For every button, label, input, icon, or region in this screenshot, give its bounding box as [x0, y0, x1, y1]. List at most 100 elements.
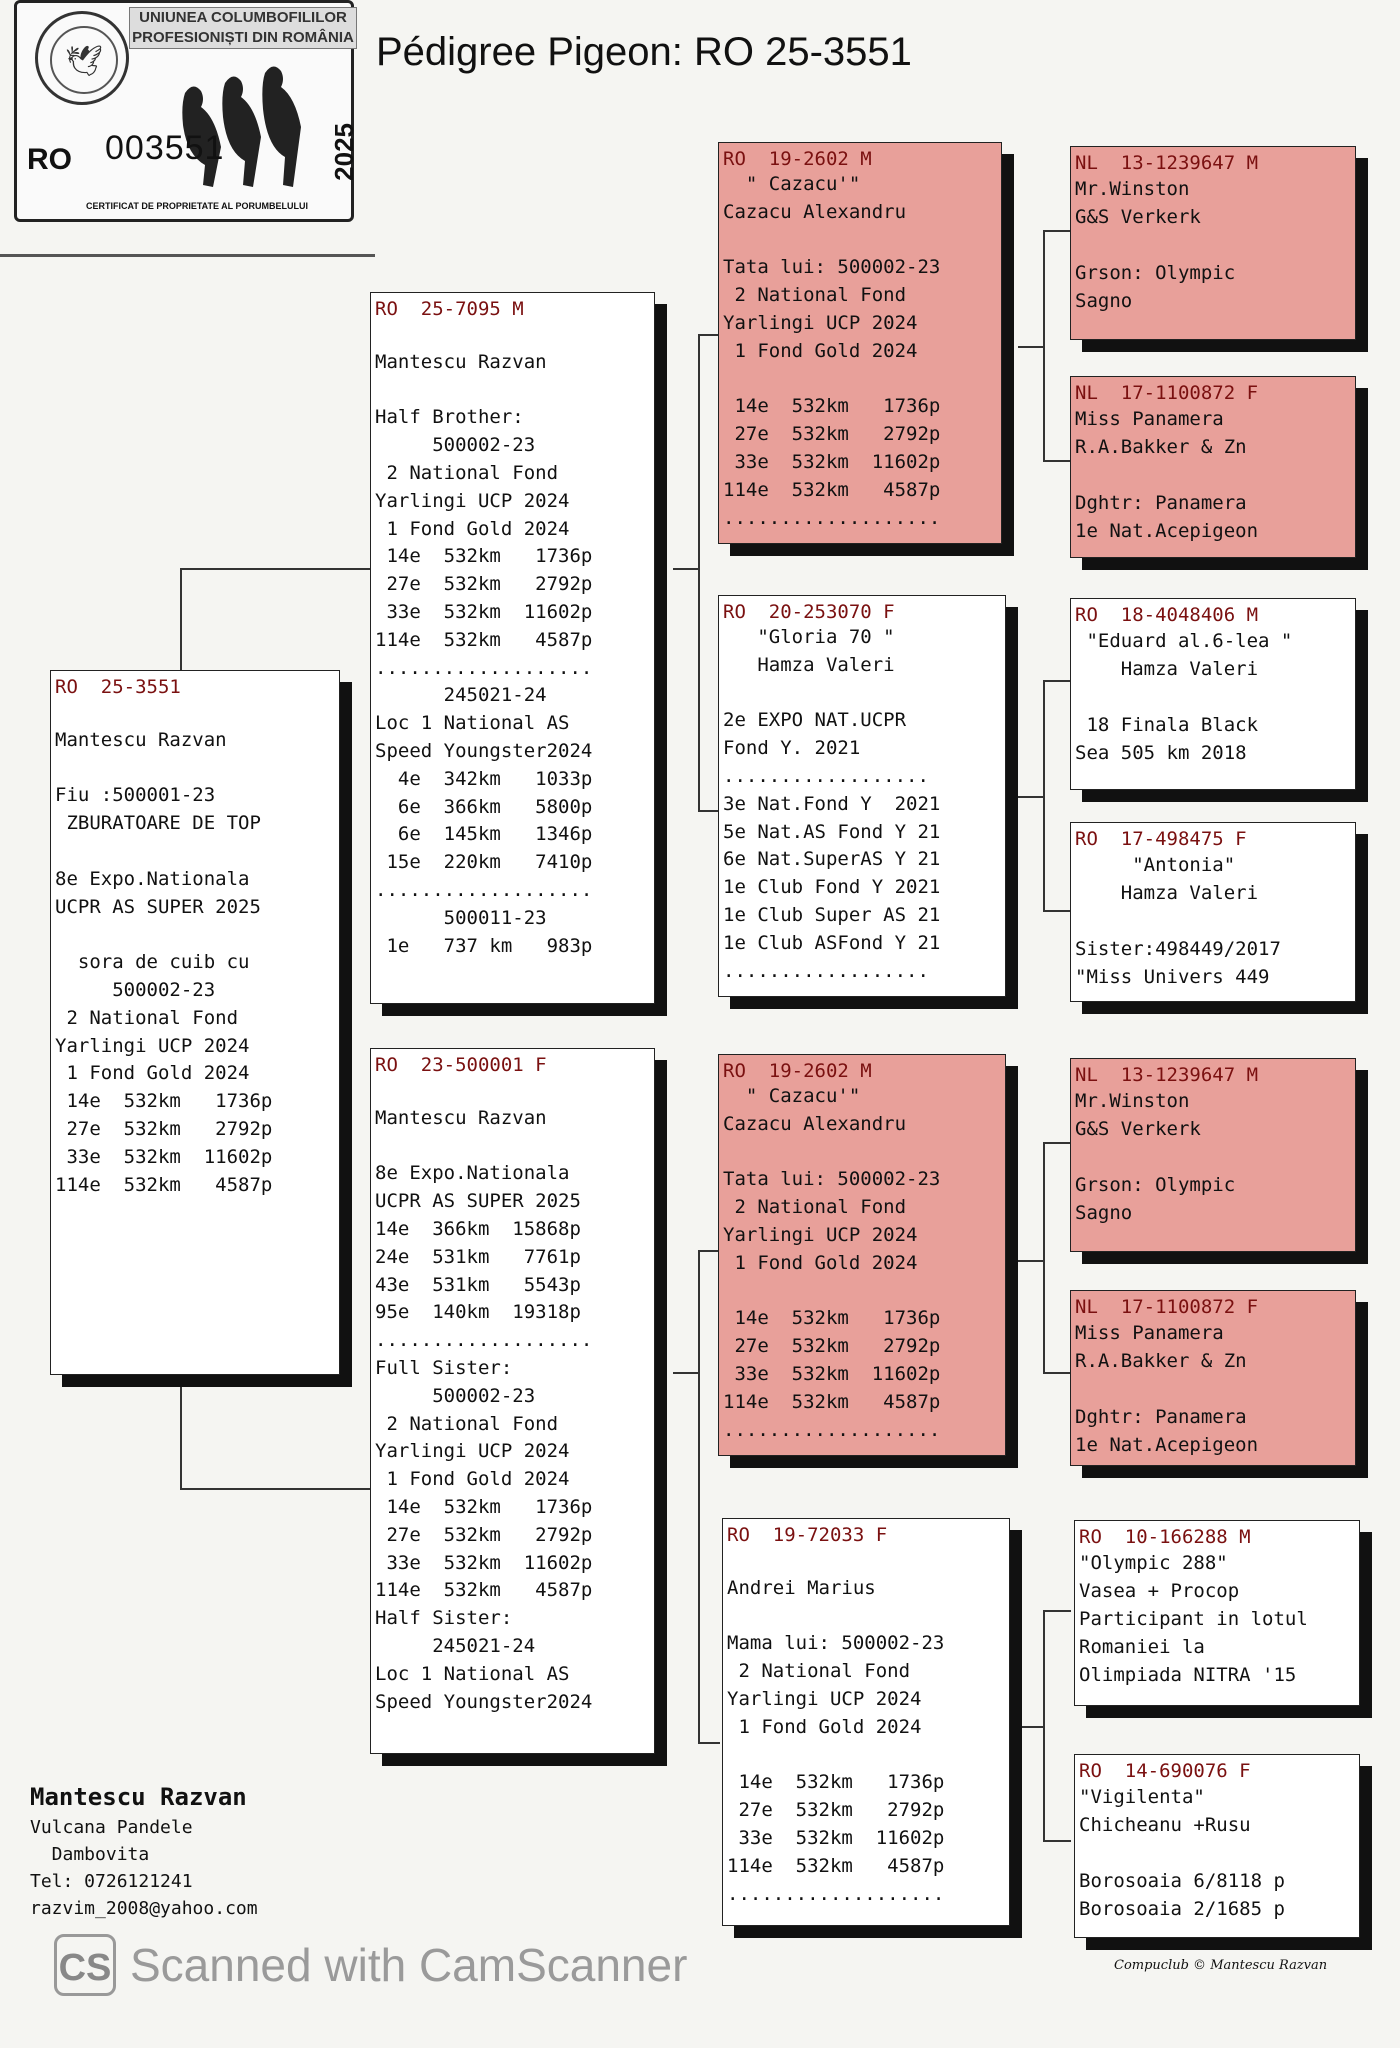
pedigree-line: ................... — [375, 878, 593, 901]
pedigree-line — [55, 921, 335, 949]
connector — [698, 1742, 720, 1744]
connector — [1018, 1260, 1044, 1262]
certificate-org-name: UNIUNEA COLUMBOFILILOR PROFESIONIȘTI DIN… — [129, 7, 357, 49]
pedigree-line: 14e 532km 1736p — [55, 1090, 273, 1113]
pedigree-line: Fond Y. 2021 — [723, 737, 861, 760]
pedigree-line: Yarlingi UCP 2024 — [723, 1223, 918, 1246]
ring-number: RO 14-690076 F — [1079, 1760, 1251, 1782]
pedigree-line: "Miss Univers 449 — [1075, 965, 1270, 988]
ring-number: RO 23-500001 F — [375, 1054, 547, 1076]
pedigree-line: "Eduard al.6-lea " — [1075, 630, 1293, 652]
pedigree-line: Half Brother: — [375, 406, 524, 429]
pedigree-line: 1e Club Super AS 21 — [723, 903, 941, 926]
pedigree-line — [375, 321, 650, 349]
pedigree-line: "Vigilenta" — [1079, 1786, 1205, 1808]
breeder-phone: Tel: 0726121241 — [30, 1871, 193, 1892]
certificate-country: RO — [27, 143, 72, 176]
pedigree-line: R.A.Bakker & Zn — [1075, 436, 1247, 458]
pedigree-line: 95e 140km 19318p — [375, 1301, 581, 1324]
software-credit: Compuclub © Mantescu Razvan — [1114, 1958, 1328, 1973]
pedigree-line: 33e 532km 11602p — [55, 1145, 273, 1168]
pedigree-line: 1 Fond Gold 2024 — [55, 1062, 250, 1085]
connector — [180, 1372, 182, 1488]
pedigree-line: 6e 366km 5800p — [375, 795, 593, 818]
pedigree-line: ................... — [723, 1418, 941, 1441]
ring-number: RO 17-498475 F — [1075, 828, 1247, 850]
pedigree-line: 2e EXPO NAT.UCPR — [723, 709, 907, 732]
pedigree-line: 33e 532km 11602p — [375, 1551, 593, 1574]
pedigree-line: UCPR AS SUPER 2025 — [375, 1190, 581, 1213]
pedigree-line: Full Sister: — [375, 1356, 513, 1379]
pedigree-line: 14e 532km 1736p — [723, 395, 941, 418]
pedigree-line: 24e 531km 7761p — [375, 1245, 581, 1268]
pedigree-line: 27e 532km 2792p — [55, 1117, 273, 1140]
pedigree-line: 6e Nat.SuperAS Y 21 — [723, 848, 941, 871]
page-title: Pédigree Pigeon: RO 25-3551 — [376, 30, 912, 74]
pedigree-line: Borosoaia 2/1685 p — [1079, 1897, 1285, 1920]
pedigree-line: 15e 220km 7410p — [375, 851, 593, 874]
pedigree-line: ................... — [375, 656, 593, 679]
connector — [698, 334, 720, 336]
pedigree-line — [1075, 231, 1351, 259]
pedigree-line: 114e 532km 4587p — [723, 478, 941, 501]
divider — [0, 254, 375, 257]
camscanner-logo-icon: CS — [54, 1934, 116, 1996]
pedigree-line: 500002-23 — [55, 978, 216, 1001]
pedigree-line: 33e 532km 11602p — [723, 450, 941, 473]
connector — [180, 568, 182, 672]
breeder-email: razvim_2008@yahoo.com — [30, 1898, 258, 1919]
ring-number: NL 13-1239647 M — [1075, 1064, 1259, 1086]
pedigree-line: 27e 532km 2792p — [375, 1523, 593, 1546]
pedigree-line: Cazacu Alexandru — [723, 200, 907, 223]
pedigree-line: Mantescu Razvan — [55, 728, 227, 751]
ring-number: RO 10-166288 M — [1079, 1526, 1251, 1548]
pedigree-line: 14e 366km 15868p — [375, 1217, 581, 1240]
connector — [1018, 1726, 1044, 1728]
pedigree-line: 27e 532km 2792p — [723, 1335, 941, 1358]
pedigree-line: Cazacu Alexandru — [723, 1112, 907, 1135]
pedigree-line — [1075, 907, 1351, 935]
pedigree-line: 2 National Fond — [375, 1412, 559, 1435]
pedigree-line: 1 Fond Gold 2024 — [723, 1251, 918, 1274]
pedigree-line: 33e 532km 11602p — [375, 600, 593, 623]
pigeon-card-ggp-3: RO 18-4048406 M "Eduard al.6-lea " Hamza… — [1070, 598, 1356, 790]
certificate-serial: 003551 — [105, 129, 225, 167]
pedigree-line: 3e Nat.Fond Y 2021 — [723, 792, 941, 815]
pedigree-line — [1075, 461, 1351, 489]
pedigree-line: 1e Club ASFond Y 21 — [723, 931, 941, 954]
ring-number: RO 25-3551 — [55, 676, 181, 698]
pigeon-card-ggp-7: RO 10-166288 M"Olympic 288"Vasea + Proco… — [1074, 1520, 1360, 1706]
pedigree-line: ................... — [723, 506, 941, 529]
pedigree-line: 1e Nat.Acepigeon — [1075, 1433, 1259, 1456]
pedigree-line: 18 Finala Black — [1075, 713, 1259, 736]
pedigree-line — [727, 1603, 1005, 1631]
ring-number: NL 17-1100872 F — [1075, 1296, 1259, 1318]
pedigree-line: Mr.Winston — [1075, 1090, 1190, 1112]
pedigree-line: Yarlingi UCP 2024 — [375, 1440, 570, 1463]
breeder-address-2: Dambovita — [30, 1844, 150, 1865]
pedigree-line: 1e Nat.Acepigeon — [1075, 519, 1259, 542]
pedigree-line: 500011-23 — [375, 906, 547, 929]
pedigree-line — [55, 755, 335, 783]
pedigree-line: Participant in lotul — [1079, 1608, 1308, 1630]
connector — [1043, 1142, 1045, 1374]
connector — [698, 810, 720, 812]
pedigree-line: 33e 532km 11602p — [723, 1362, 941, 1385]
connector — [180, 568, 370, 570]
pedigree-line: 114e 532km 4587p — [375, 1579, 593, 1602]
pedigree-line: Hamza Valeri — [1075, 882, 1259, 904]
pedigree-line: 14e 532km 1736p — [375, 1495, 593, 1518]
connector — [1043, 1372, 1071, 1374]
connector — [1043, 910, 1071, 912]
pedigree-line — [727, 1547, 1005, 1575]
connector — [698, 1250, 700, 1742]
pedigree-line: Chicheanu +Rusu — [1079, 1814, 1251, 1836]
scanner-text: Scanned with CamScanner — [130, 1939, 688, 1991]
pedigree-line: 2 National Fond — [375, 461, 559, 484]
ownership-certificate: UNIUNEA COLUMBOFILILOR PROFESIONIȘTI DIN… — [14, 0, 359, 222]
pedigree-line: "Olympic 288" — [1079, 1552, 1228, 1574]
pedigree-line: 245021-24 — [375, 684, 547, 707]
